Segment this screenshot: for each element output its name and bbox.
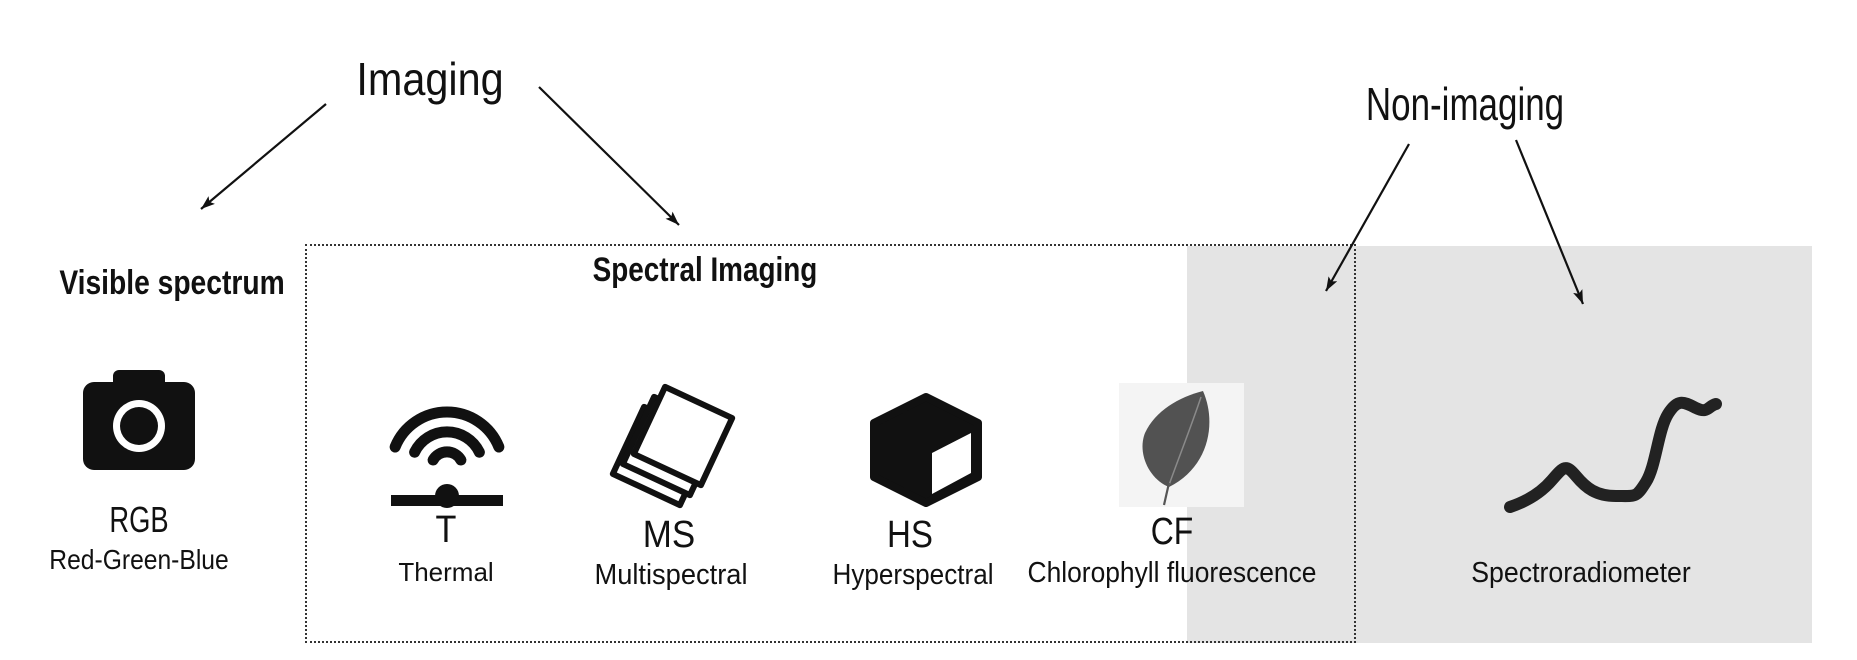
leaf-blade — [1142, 391, 1210, 487]
sensor-abbr-hyperspectral: HS — [887, 514, 933, 556]
sensor-abbr-multispectral: MS — [642, 514, 696, 556]
non-imaging-label: Non-imaging — [1365, 78, 1565, 130]
imaging-label: Imaging — [356, 53, 504, 105]
sensor-name-hyperspectral: Hyperspectral — [832, 559, 994, 591]
arrow-non-imaging-to-chlorophyll-fluorescence — [1325, 143, 1410, 292]
non-imaging-shaded-region — [1187, 246, 1812, 643]
thermal-wave-middle — [409, 426, 485, 458]
sensor-name-spectroradiometer: Spectroradiometer — [1471, 557, 1691, 589]
sensor-name-chlorophyll-fluorescence: Chlorophyll fluorescence — [1027, 557, 1317, 589]
sensor-name-multispectral: Multispectral — [594, 559, 748, 591]
sensor-abbr-chlorophyll-fluorescence: CF — [1150, 511, 1194, 553]
cube-right-face — [932, 433, 971, 494]
camera-icon — [83, 370, 195, 470]
spectral-imaging-frame — [305, 244, 1356, 643]
sensor-name-thermal: Thermal — [398, 557, 494, 587]
spectral-imaging-heading: Spectral Imaging — [592, 251, 818, 289]
visible-spectrum-heading: Visible spectrum — [59, 264, 285, 302]
arrow-non-imaging-to-spectroradiometer — [1514, 139, 1585, 305]
thermal-wave-inner — [427, 446, 467, 466]
sensor-name-rgb: Red-Green-Blue — [49, 544, 229, 575]
leaf-midrib — [1168, 396, 1202, 486]
leaf-icon — [1142, 391, 1210, 506]
sensor-abbr-thermal: T — [435, 509, 457, 551]
cube-icon — [870, 393, 982, 507]
spectrum-curve-icon — [1504, 396, 1722, 513]
camera-lens — [120, 407, 158, 445]
spectral-signature-line — [1504, 396, 1722, 513]
stacked-squares-icon — [609, 383, 736, 509]
arrow-imaging-to-visible-spectrum — [200, 103, 327, 210]
thermal-base-bar — [391, 495, 503, 506]
leaf-icon-backdrop — [1119, 383, 1244, 507]
thermal-icon — [389, 406, 505, 508]
arrow-imaging-to-spectral-imaging — [538, 86, 680, 226]
thermal-wave-outer — [389, 406, 505, 453]
sensor-abbr-rgb: RGB — [109, 499, 169, 540]
band-sheet-front — [630, 383, 736, 489]
leaf-stem — [1162, 482, 1171, 506]
